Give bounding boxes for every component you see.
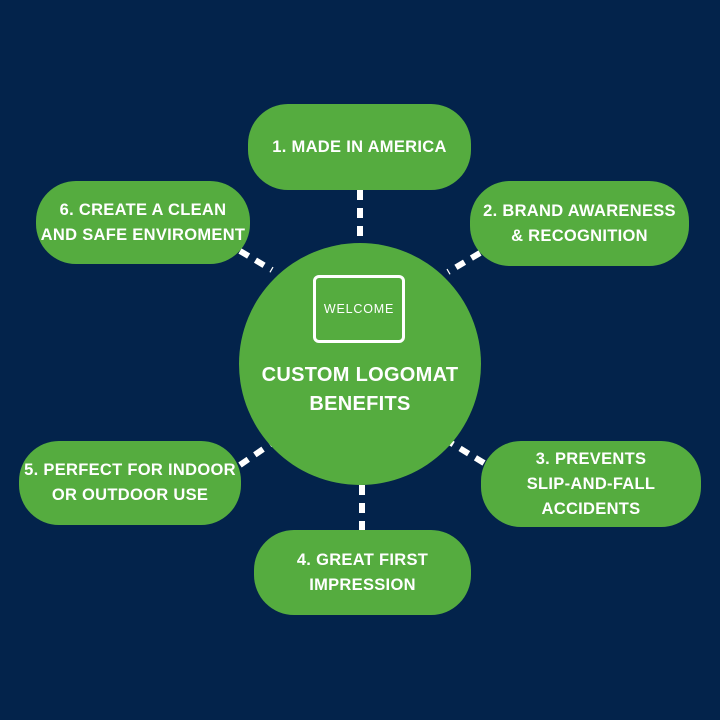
connector-2 bbox=[446, 250, 482, 275]
connector-5 bbox=[238, 440, 274, 468]
benefit-5-node: 5. PERFECT FOR INDOOR OR OUTDOOR USE bbox=[19, 441, 241, 525]
benefit-4-node: 4. GREAT FIRST IMPRESSION bbox=[254, 530, 471, 615]
center-hub: WELCOME CUSTOM LOGOMAT BENEFITS bbox=[239, 243, 481, 485]
benefit-2-node: 2. BRAND AWARENESS & RECOGNITION bbox=[470, 181, 689, 266]
connector-6 bbox=[238, 248, 274, 273]
benefit-6-node: 6. CREATE A CLEAN AND SAFE ENVIROMENT bbox=[36, 181, 250, 264]
welcome-mat-icon: WELCOME bbox=[313, 275, 405, 343]
connector-3 bbox=[449, 440, 486, 466]
benefit-3-node: 3. PREVENTS SLIP-AND-FALL ACCIDENTS bbox=[481, 441, 701, 527]
diagram-title: CUSTOM LOGOMAT BENEFITS bbox=[261, 364, 459, 415]
welcome-sign-text: WELCOME bbox=[323, 302, 395, 316]
benefit-1-node: 1. MADE IN AMERICA bbox=[248, 104, 471, 190]
